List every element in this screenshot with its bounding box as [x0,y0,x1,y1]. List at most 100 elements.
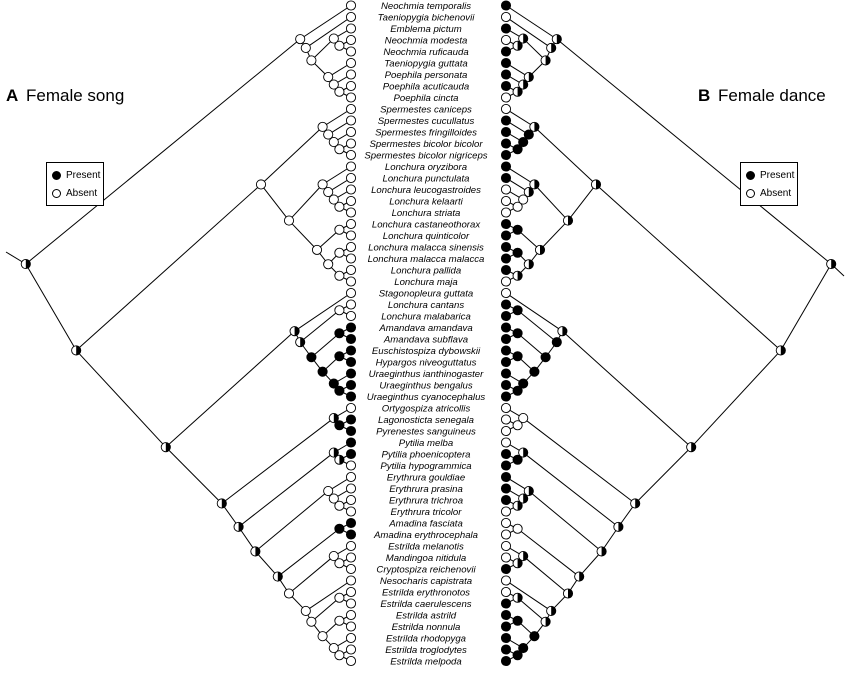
taxon-label: Amandava subflava [383,335,468,346]
taxon-label: Lonchura striata [392,208,461,219]
ancestral-state-node [334,592,345,603]
ancestral-state-node [562,588,574,599]
ancestral-state-node [540,352,551,363]
song-tip-marker [345,425,357,437]
tree-branch [25,263,77,351]
ancestral-state-node [551,34,562,45]
ancestral-state-node [523,129,534,140]
ancestral-state-node [334,420,345,431]
tree-branch [299,5,352,40]
legend-absent-row: Absent [746,186,791,200]
ancestral-state-node [518,194,529,205]
dance-tip-marker [500,287,512,299]
taxon-label: Pytilia phoenicoptera [381,450,470,461]
dance-tip-marker [500,655,512,667]
dance-tip-marker [500,23,512,34]
taxon-label: Estrilda nonnula [392,622,461,633]
ancestral-state-node [529,631,540,642]
song-tip-marker [345,276,357,287]
dance-tip-marker [500,345,512,356]
tree-branch [165,446,223,504]
song-tip-marker [345,448,357,460]
ancestral-state-node [317,631,328,642]
dance-tip-marker [500,448,512,460]
ancestral-state-node [512,500,523,511]
song-tip-marker [345,92,357,103]
tree-branch [305,580,352,612]
song-tip-marker [345,368,357,379]
dance-tip-marker [500,172,512,184]
taxon-label: Taeniopygia guttata [384,59,467,70]
tree-branch [75,184,262,351]
ancestral-state-node [518,447,529,458]
taxon-label: Estrilda melanotis [388,542,464,553]
ancestral-state-node [300,42,311,54]
dance-tip-marker [500,552,512,563]
tree-branch [690,350,782,448]
dance-tip-marker [500,149,512,161]
ancestral-state-node [334,351,345,362]
song-tip-marker [345,103,357,115]
tree-branch [260,184,290,221]
dance-tip-marker [500,621,512,632]
ancestral-state-node [250,546,261,557]
ancestral-state-node [546,605,557,616]
legend-absent-label: Absent [66,187,98,199]
ancestral-state-node [562,215,574,226]
dance-tip-marker [500,644,512,655]
ancestral-state-node [512,558,523,569]
ancestral-state-node [317,366,328,377]
dance-tip-marker [500,540,512,552]
ancestral-state-node [512,650,523,661]
tree-branch [595,184,782,351]
dance-tip-marker [500,195,512,207]
dance-tip-marker [500,46,512,57]
ancestral-state-node [334,454,345,465]
tree-branch [780,263,832,351]
taxon-label: Estrilda melpoda [390,657,461,668]
tree-branch [522,555,569,594]
ancestral-state-node [826,258,837,270]
taxon-label: Lonchura kelaarti [389,197,463,208]
tree-branch [634,446,692,504]
ancestral-state-node [255,179,267,190]
taxon-label: Euschistospiza dybowskii [372,346,481,357]
song-tip-marker [345,540,357,552]
taxon-label: Erythrura trichroa [389,496,463,507]
song-tip-marker [345,552,357,563]
ancestral-state-node [323,485,334,497]
taxon-label: Lagonosticta senegala [378,415,474,426]
taxon-label: Erythrura tricolor [391,507,463,518]
dance-tip-marker [500,609,512,621]
dance-tip-marker [500,402,512,414]
taxon-label: Cryptospiza reichenovii [376,565,476,576]
ancestral-state-node [775,345,786,356]
tree-branch [322,166,352,185]
legend-present-label: Present [760,169,795,181]
ancestral-state-node [557,326,568,337]
taxon-label: Hypargos niveoguttatus [376,358,477,369]
ancestral-state-node [311,244,323,255]
ancestral-state-node [328,447,339,458]
ancestral-state-node [518,137,529,148]
taxon-label: Spermestes bicolor bicolor [369,139,483,150]
song-tip-marker [345,529,357,540]
taxon-label: Spermestes caniceps [380,105,472,116]
dance-tip-marker [500,575,512,586]
dance-tip-marker [500,391,512,402]
song-tip-marker [345,345,357,356]
ancestral-state-node [20,258,31,270]
legend-absent-label: Absent [760,187,792,199]
song-tip-marker [345,264,357,276]
tree-branch [505,5,558,40]
ancestral-state-node [686,442,697,453]
taxon-label: Amandava amandava [378,323,472,334]
taxon-label: Uraeginthus bengalus [379,381,473,392]
tree-branch [288,184,323,221]
tree-branch [522,452,619,528]
song-tip-marker [345,230,357,241]
dance-tip-marker [500,264,512,276]
tree-branch [517,332,546,358]
taxon-label: Neochmia modesta [385,36,468,47]
